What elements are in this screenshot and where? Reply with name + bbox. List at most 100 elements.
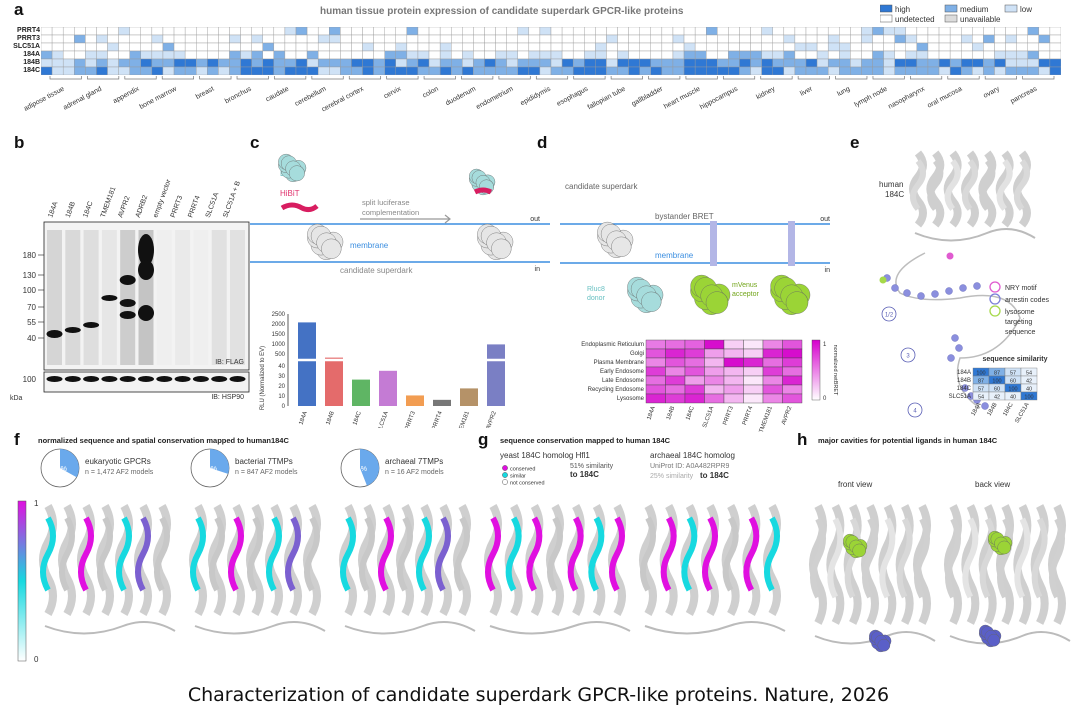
heat-cell <box>262 34 275 44</box>
bret-cell <box>782 348 803 359</box>
tissue-bracket <box>161 76 194 80</box>
tissue-bracket <box>348 76 382 80</box>
heat-cell <box>883 50 895 60</box>
f-structure-2 <box>339 504 476 635</box>
marker-label-lower: 100 <box>23 375 37 384</box>
heat-cell <box>428 34 441 44</box>
heat-cell <box>872 42 884 52</box>
e-structure <box>909 150 1036 242</box>
heat-cell <box>916 27 929 36</box>
back-lower-cavity-lobe <box>987 633 1001 647</box>
tissue-label: nasopharynx <box>887 85 926 110</box>
hsp90-band <box>46 376 63 382</box>
heat-cell <box>351 34 363 44</box>
g-structure-archaeal-helix <box>640 516 656 592</box>
heat-cell <box>129 42 141 52</box>
heat-cell <box>916 34 929 44</box>
tissue-bracket <box>461 76 494 80</box>
heat-cell <box>872 58 884 68</box>
pie-2-slice <box>360 448 380 486</box>
heat-cell <box>62 58 75 68</box>
lane-smear <box>65 230 81 365</box>
expression-heatmap <box>41 27 1061 75</box>
heat-cell <box>584 50 596 60</box>
heat-cell <box>972 58 984 68</box>
heat-cell <box>484 50 496 60</box>
heat-cell <box>240 42 252 52</box>
row-label-PRRT3: PRRT3 <box>17 35 40 42</box>
heat-cell <box>306 50 319 60</box>
heat-cell <box>916 50 929 60</box>
heat-cell <box>340 42 352 52</box>
heat-cell <box>561 34 574 44</box>
front-view-label: front view <box>838 480 872 489</box>
h-front-structure-helix <box>810 517 826 599</box>
sim-value: 87 <box>978 379 984 385</box>
heat-cell <box>1049 42 1061 52</box>
complementation-arrow <box>360 214 451 224</box>
heat-cell <box>118 42 130 52</box>
tissue-bracket <box>648 76 681 80</box>
marker-label: 180 <box>23 251 37 260</box>
mvenus-protein-1 <box>690 274 731 315</box>
heat-cell <box>706 50 718 60</box>
bret-cell <box>743 348 764 359</box>
heat-cell <box>162 34 175 44</box>
tissue-bracket <box>386 76 419 80</box>
heat-cell <box>118 34 130 44</box>
heat-cell <box>805 50 818 60</box>
heat-cell <box>51 42 64 52</box>
hsp90-band <box>229 376 246 382</box>
heat-cell <box>528 34 541 44</box>
heat-cell <box>207 42 219 52</box>
heat-cell <box>451 50 463 60</box>
heat-cell <box>550 27 563 36</box>
heat-cell <box>717 50 729 60</box>
heat-cell <box>173 34 186 44</box>
heat-cell <box>994 42 1006 52</box>
heat-cell <box>317 50 330 60</box>
heat-cell <box>639 42 651 52</box>
heat-cell <box>96 27 108 36</box>
heat-cell <box>74 34 86 44</box>
mvenus-protein-2-lobe <box>785 291 809 314</box>
heat-cell <box>617 42 629 52</box>
lane-label: 184B <box>65 201 77 219</box>
heat-cell <box>949 50 962 60</box>
tissue-bracket <box>535 76 569 80</box>
heat-cell <box>207 50 219 60</box>
f-structure-1 <box>189 504 326 635</box>
bret-cell <box>704 348 725 359</box>
heat-cell <box>839 50 851 60</box>
pie-1 <box>190 448 230 488</box>
bret-column-label: AVPR2 <box>781 405 793 426</box>
heat-cell <box>706 34 718 44</box>
tissue-label: bone marrow <box>139 85 179 111</box>
heat-cell <box>661 34 674 44</box>
group-n: n = 16 AF2 models <box>385 469 444 476</box>
group-n: n = 847 AF2 models <box>235 469 298 476</box>
heat-cell <box>827 50 840 60</box>
bret-scale-bar <box>811 339 821 401</box>
bret-column-label: 184B <box>666 406 676 421</box>
front-lower-cavity <box>869 629 892 653</box>
heat-cell <box>74 58 86 68</box>
heat-cell <box>273 34 286 44</box>
heat-cell <box>251 27 263 36</box>
heat-cell <box>805 27 818 36</box>
heat-cell <box>739 27 751 36</box>
protein-band <box>138 260 154 280</box>
protein-band <box>64 327 81 333</box>
heat-cell <box>506 34 518 44</box>
heat-cell <box>883 27 895 36</box>
bret-cell <box>723 357 744 368</box>
heat-cell <box>561 58 574 68</box>
lane-smear <box>230 230 245 365</box>
heat-cell <box>938 42 951 52</box>
heat-cell <box>196 27 208 36</box>
left-sim-2: to 184C <box>570 470 599 479</box>
heat-cell <box>861 58 873 68</box>
heat-cell <box>905 58 918 68</box>
